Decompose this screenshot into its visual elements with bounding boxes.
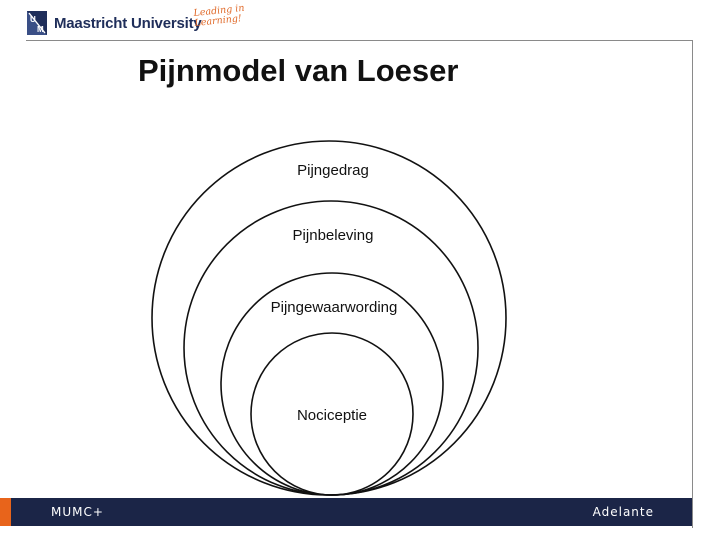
footer-right-label: Adelante (592, 505, 654, 519)
footer-accent (0, 498, 11, 526)
svg-text:M: M (37, 25, 44, 34)
circle-pijngedrag (151, 140, 507, 496)
layer-label-nociceptie: Nociceptie (296, 407, 368, 424)
frame-right-rule (692, 40, 693, 528)
layer-label-pijnbeleving: Pijnbeleving (292, 227, 374, 244)
diagram-title: Pijnmodel van Loeser (138, 53, 459, 88)
university-name: Maastricht University (54, 15, 202, 32)
layer-label-pijngedrag: Pijngedrag (297, 162, 369, 179)
layer-label-pijngewaarwording: Pijngewaarwording (270, 299, 398, 316)
university-logo-icon: U M (27, 11, 47, 35)
frame-top-rule (26, 40, 693, 41)
svg-text:U: U (30, 15, 36, 24)
footer-left-label: MUMC+ (51, 505, 104, 519)
footer-bar: MUMC+ Adelante (0, 498, 720, 526)
circle-pijnbeleving (183, 200, 479, 496)
circle-nociceptie (250, 332, 414, 496)
footer-background (11, 498, 692, 526)
header: U M Maastricht University Leading in Lea… (0, 0, 720, 42)
